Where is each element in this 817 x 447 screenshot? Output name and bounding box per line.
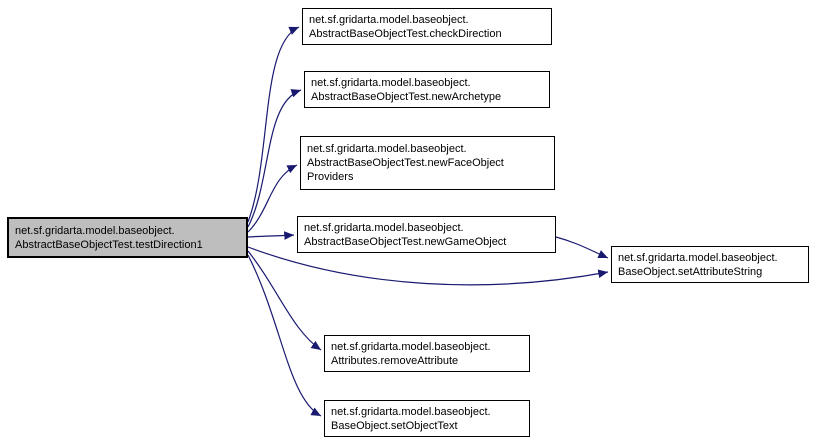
- node-label-line: Providers: [307, 171, 354, 183]
- edge-testDirection1-setAttributeString: [247, 246, 609, 286]
- node-label-line: net.sf.gridarta.model.baseobject.: [331, 340, 491, 353]
- edge-testDirection1-newArchetype: [247, 89, 302, 228]
- node-label-line: net.sf.gridarta.model.baseobject.: [311, 76, 471, 89]
- edge-testDirection1-setObjectText: [247, 254, 322, 417]
- edge-testDirection1-removeAttribute: [247, 250, 322, 351]
- node-label-line: AbstractBaseObjectTest.testDirection1: [15, 238, 203, 251]
- node-checkDirection[interactable]: net.sf.gridarta.model.baseobject. Abstra…: [302, 8, 552, 45]
- node-label-line: AbstractBaseObjectTest.newFaceObject: [307, 157, 504, 169]
- node-label-line: Attributes.removeAttribute: [331, 354, 459, 367]
- node-label-line: net.sf.gridarta.model.baseobject.: [309, 13, 469, 26]
- node-label-line: net.sf.gridarta.model.baseobject.: [331, 405, 491, 418]
- node-setAttributeString[interactable]: net.sf.gridarta.model.baseobject. BaseOb…: [611, 246, 809, 283]
- node-newArchetype[interactable]: net.sf.gridarta.model.baseobject. Abstra…: [304, 71, 550, 108]
- node-setObjectText[interactable]: net.sf.gridarta.model.baseobject. BaseOb…: [324, 400, 530, 437]
- edge-testDirection1-checkDirection: [247, 26, 300, 223]
- edge-newGameObject-setAttributeString: [555, 236, 609, 259]
- node-label-line: BaseObject.setAttributeString: [618, 265, 763, 278]
- node-label-line: AbstractBaseObjectTest.checkDirection: [309, 27, 502, 40]
- node-label-line: AbstractBaseObjectTest.newGameObject: [304, 235, 507, 248]
- node-label-line: net.sf.gridarta.model.baseobject.: [15, 224, 175, 237]
- node-testDirection1[interactable]: net.sf.gridarta.model.baseobject. Abstra…: [7, 217, 248, 258]
- node-label-line: AbstractBaseObjectTest.newArchetype: [311, 90, 502, 103]
- node-label-line: net.sf.gridarta.model.baseobject.: [618, 251, 778, 264]
- node-removeAttribute[interactable]: net.sf.gridarta.model.baseobject. Attrib…: [324, 335, 530, 372]
- node-label-line: net.sf.gridarta.model.baseobject.: [307, 143, 467, 155]
- edge-testDirection1-newGameObject: [247, 231, 295, 240]
- edge-testDirection1-newFaceObjectProviders: [247, 164, 298, 233]
- node-newFaceObjectProviders[interactable]: net.sf.gridarta.model.baseobject. Abstra…: [300, 136, 555, 190]
- node-label-line: BaseObject.setObjectText: [331, 419, 458, 432]
- node-label-line: net.sf.gridarta.model.baseobject.: [304, 221, 464, 234]
- node-newGameObject[interactable]: net.sf.gridarta.model.baseobject. Abstra…: [297, 216, 556, 253]
